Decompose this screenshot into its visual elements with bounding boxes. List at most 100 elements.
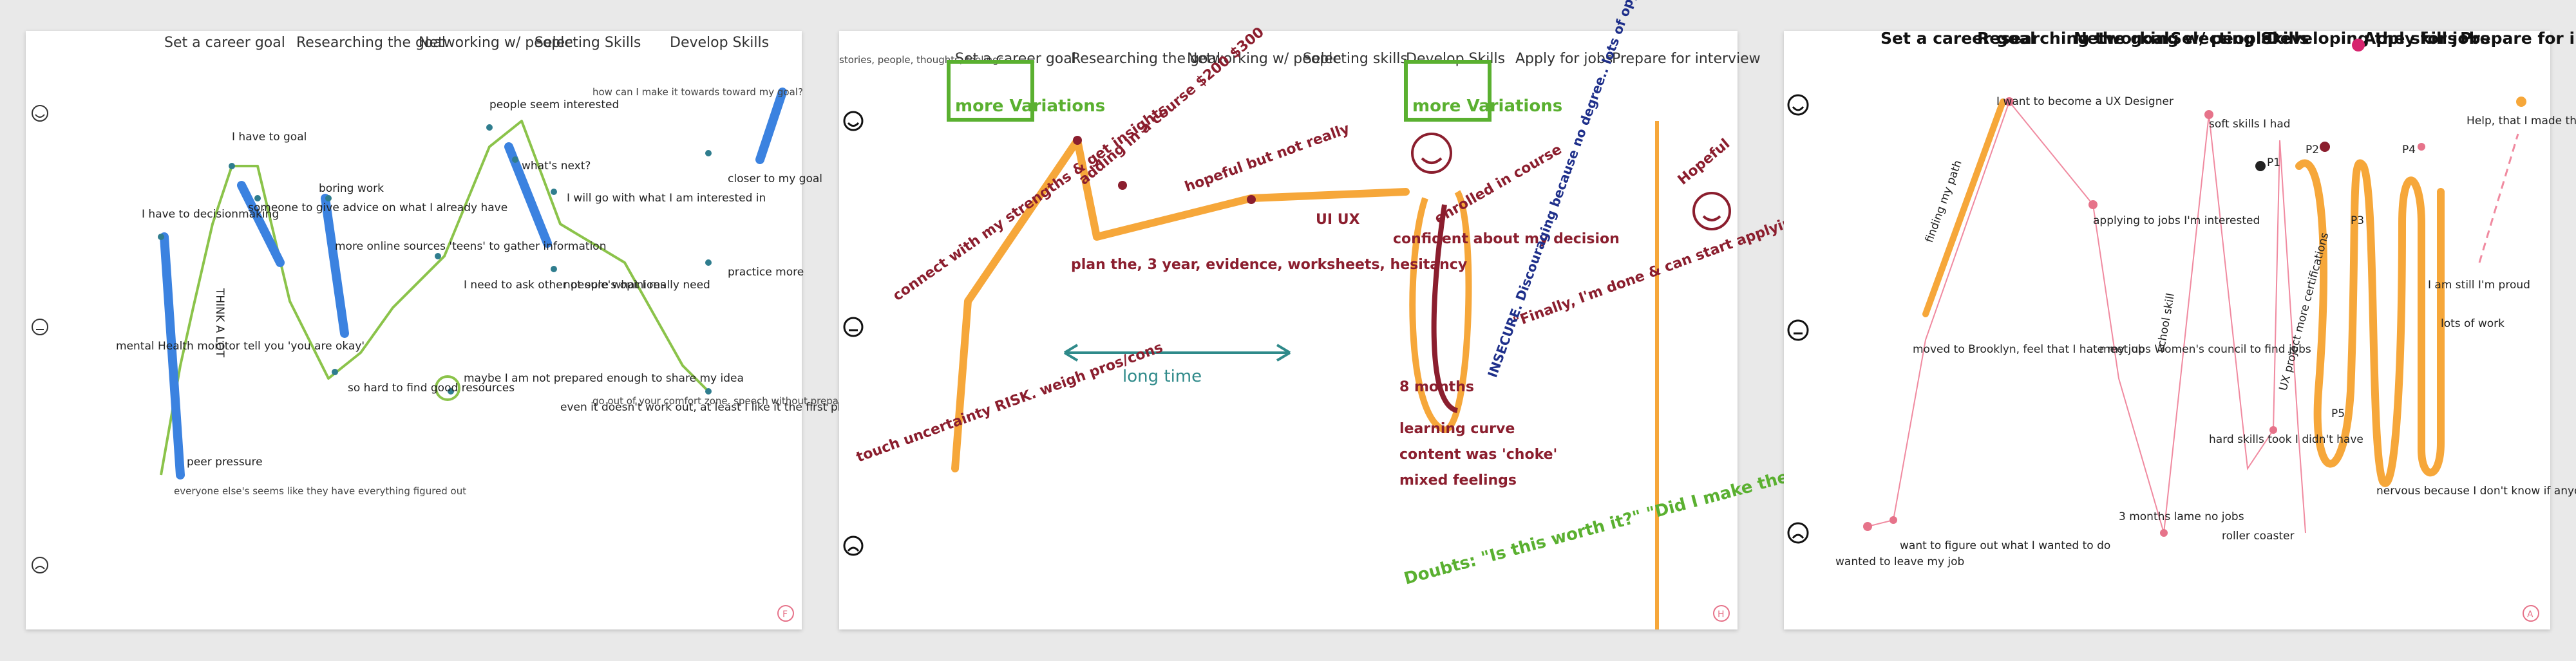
note-hard-skills: hard skills took I didn't have [2209,433,2363,446]
note-how-can: how can I make it towards toward my goal… [592,86,803,98]
note-boring: boring work [319,182,384,195]
data-point [229,163,235,169]
stage-header: Selecting skills [1303,51,1408,67]
journey-line-thin [1867,100,2306,534]
panel-f-drawing: Set a career goal Researching the goal N… [32,35,867,622]
data-point [705,150,712,156]
neutral-face-icon [32,319,48,335]
data-point [2204,110,2213,119]
journey-map-panel-f: Set a career goal Researching the goal N… [26,31,867,629]
data-point [332,369,338,375]
highlight-stroke [755,88,787,164]
journey-line [951,136,1410,472]
note-people: people seem interested [489,98,619,111]
note-p5: P5 [2331,407,2345,420]
data-point [2516,97,2526,107]
data-point [325,195,332,201]
data-point [2160,529,2168,537]
stage-header: Prepare for interview [2460,29,2576,48]
data-point [705,388,712,395]
happy-face-icon [1411,133,1452,174]
stage-header: Selecting Skills [2170,29,2309,48]
note-have-to-goal: I have to goal [232,131,307,144]
note-not-sure: not sure what I really need [564,279,710,292]
sad-face-icon [843,535,864,556]
data-point [2088,200,2098,209]
sad-face-icon [32,557,48,573]
note-even-if: even it doesn't work out, at least I lik… [560,401,860,414]
data-point [1889,516,1897,524]
note-confident: confident about my decision [1393,231,1620,247]
data-point [2320,142,2330,152]
data-point [551,266,557,272]
neutral-face-icon [1787,319,1809,341]
data-point [448,388,454,395]
note-p3: P3 [2351,214,2364,227]
note-want-to: I want to become a UX Designer [1996,95,2174,108]
data-point [551,189,557,195]
note-go-out: go out of your comfort zone. speech with… [592,395,867,407]
stage-header: Selecting Skills [535,35,641,51]
note-decision: I have to decisionmaking [142,208,279,221]
data-point [705,259,712,266]
stage-header: Networking w/ people [1187,51,1341,67]
note-p4: P4 [2402,144,2416,156]
arrow-head-icon [1063,344,1291,362]
note-nervous: nervous because I don't know if anyone w… [2376,485,2576,498]
note-eight-months: 8 months [1399,379,1474,395]
variation-box [1404,60,1492,122]
data-point [2269,426,2277,434]
note-applying: applying to jobs I'm interested [2093,214,2260,227]
stage-header: Researching the goal [1977,29,2170,48]
note-three-months: 3 months lame no jobs [2119,510,2244,523]
journey-line [160,120,710,476]
note-peer: peer pressure [187,456,263,469]
note-practice: practice more [728,266,804,279]
header-dot [2352,39,2365,51]
loop-line [1431,204,1459,413]
svg-text:H: H [1718,610,1725,620]
data-point [486,124,493,131]
data-point [2418,143,2425,151]
note-need-to-ask: I need to ask other people's opinions [464,279,666,292]
stage-header: Prepare for interview [1612,51,1761,67]
journey-line-dashed [2478,133,2519,263]
note-hopeful-2: Hopeful [1675,136,1733,188]
data-point-group [158,124,712,395]
note-moved: moved to Brooklyn, feel that I hate my j… [1913,343,2145,356]
svg-text:A: A [2527,610,2533,620]
happy-face-icon [1787,94,1809,116]
note-mixed: mixed feelings [1399,472,1517,489]
data-point [254,195,261,201]
note-someone: someone to give advice on what I already… [248,201,507,214]
note-content: content was 'choke' [1399,447,1557,463]
loop-line [1409,190,1472,434]
note-closer: closer to my goal [728,172,822,185]
note-lots: lots of work [2441,317,2505,330]
note-help: Help, that I made the change? [2467,115,2576,127]
note-more-online: more online sources 'teens' to gather in… [335,240,606,253]
variation-box [947,60,1034,122]
note-meetups: meet ups Women's council to find jobs [2099,343,2311,356]
stage-header: Set a career goal [164,35,285,51]
note-touch: touch uncertainty RISK. weigh pros/cons [855,340,1166,466]
variation-label: more Variations [1412,97,1562,116]
happy-face-icon [843,111,864,131]
stage-header: Set a career goal [955,51,1076,67]
note-maybe: maybe I am not prepared enough to share … [464,372,744,385]
data-point [1863,522,1872,531]
roller-coaster-line [2295,159,2445,487]
note-so-hard: so hard to find good resources [348,382,515,395]
note-p1: P1 [2267,156,2280,169]
note-p2: P2 [2306,144,2319,156]
happy-face-icon [32,105,48,122]
note-finally: "Finally, I'm done & can start applying" [1511,209,1812,331]
data-point [1073,136,1082,145]
neutral-face-icon [843,317,864,337]
note-will-go: I will go with what I am interested in [567,192,766,205]
note-hopeful: hopeful but not really [1183,121,1352,196]
note-whats-next: what's next? [522,160,591,172]
sad-face-icon [1787,522,1809,544]
note-everyone: everyone else's seems like they have eve… [174,485,466,497]
stage-header: Develop Skills [670,35,769,51]
